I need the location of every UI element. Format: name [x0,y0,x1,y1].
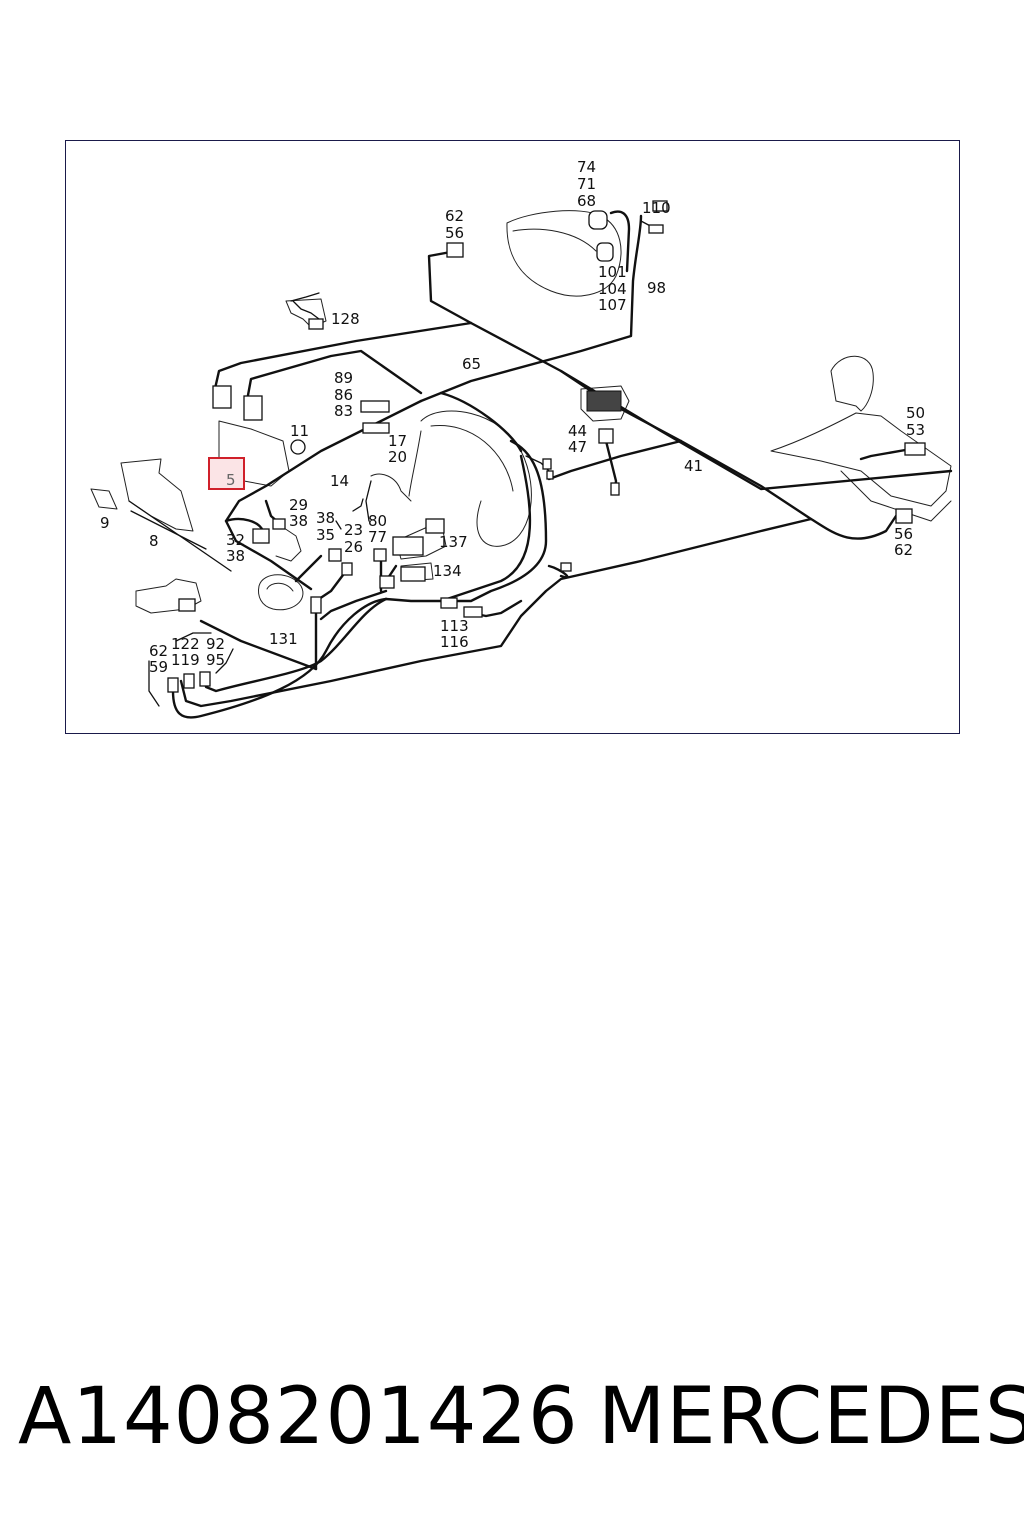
highlight-box [208,457,245,490]
brand-name: MERCEDES [598,1372,1024,1462]
callout-74: 74 [577,158,596,176]
callout-5: 5 [226,471,236,489]
callout-labels: 74 71 68 110 62 56 101 104 107 98 128 65… [100,158,925,676]
callout-62: 62 [149,642,168,660]
callout-131: 131 [269,630,298,648]
callout-50: 50 [906,404,925,422]
callout-41: 41 [684,457,703,475]
callout-38: 38 [289,512,308,530]
wiring-diagram-frame: 74 71 68 110 62 56 101 104 107 98 128 65… [65,140,960,734]
wiring-diagram: 74 71 68 110 62 56 101 104 107 98 128 65… [90,158,953,719]
callout-107: 107 [598,296,627,314]
part-number: A1408201426 [18,1372,579,1462]
connectors [167,200,926,693]
callout-134: 134 [433,562,462,580]
callout-59: 59 [149,658,168,676]
callout-26: 26 [344,538,363,556]
callout-56: 56 [894,525,913,543]
callout-44: 44 [568,422,587,440]
callout-38: 38 [316,509,335,527]
callout-65: 65 [462,355,481,373]
callout-9: 9 [100,514,110,532]
callout-113: 113 [440,617,469,635]
callout-95: 95 [206,651,225,669]
callout-8: 8 [149,532,159,550]
callout-104: 104 [598,280,627,298]
callout-35: 35 [316,526,335,544]
callout-20: 20 [388,448,407,466]
callout-47: 47 [568,438,587,456]
callout-17: 17 [388,432,407,450]
callout-11: 11 [290,422,309,440]
callout-77: 77 [368,528,387,546]
callout-137: 137 [439,533,468,551]
callout-92: 92 [206,635,225,653]
callout-83: 83 [334,402,353,420]
callout-119: 119 [171,651,200,669]
component-outlines [90,210,952,614]
callout-128: 128 [331,310,360,328]
callout-29: 29 [289,496,308,514]
callout-62: 62 [445,207,464,225]
callout-80: 80 [368,512,387,530]
callout-89: 89 [334,369,353,387]
callout-68: 68 [577,192,596,210]
callout-32: 32 [226,531,245,549]
callout-23: 23 [344,521,363,539]
callout-116: 116 [440,633,469,651]
callout-38: 38 [226,547,245,565]
callout-86: 86 [334,386,353,404]
callout-110: 110 [642,199,671,217]
callout-122: 122 [171,635,200,653]
callout-14: 14 [330,472,349,490]
callout-56: 56 [445,224,464,242]
callout-98: 98 [647,279,666,297]
callout-62: 62 [894,541,913,559]
callout-101: 101 [598,263,627,281]
callout-53: 53 [906,421,925,439]
callout-71: 71 [577,175,596,193]
